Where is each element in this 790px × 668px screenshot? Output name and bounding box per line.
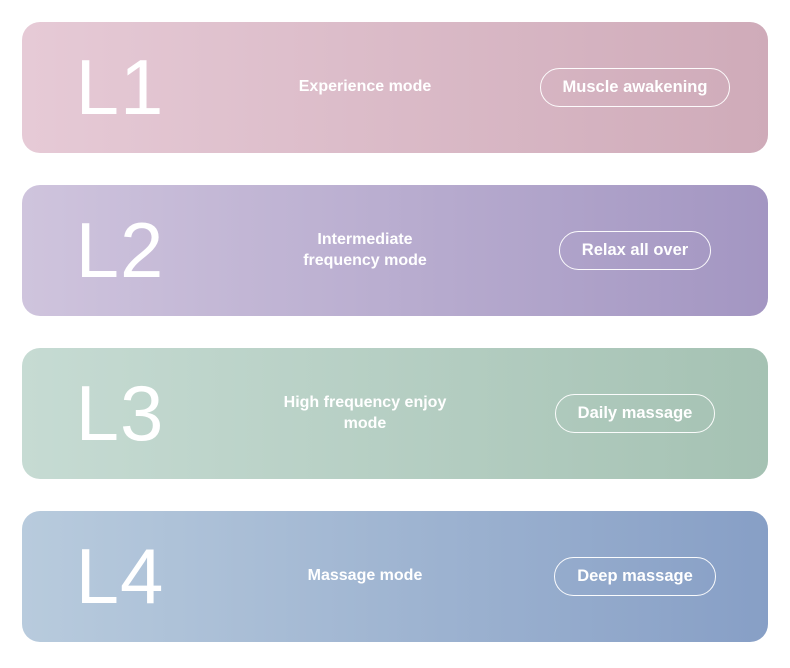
- level-card-l2[interactable]: L2 Intermediate frequency mode Relax all…: [22, 185, 768, 316]
- level-pill-button-l3[interactable]: Daily massage: [554, 393, 716, 434]
- level-pill-wrap-l2: Relax all over: [518, 230, 768, 271]
- level-pill-wrap-l3: Daily massage: [518, 393, 768, 434]
- level-mode-label-l2: Intermediate frequency mode: [303, 231, 427, 269]
- level-mode-label-l4: Massage mode: [307, 567, 423, 585]
- level-badge-l1: L1: [75, 42, 165, 131]
- level-pill-button-l4[interactable]: Deep massage: [554, 556, 716, 597]
- level-card-l4[interactable]: L4 Massage mode Deep massage: [22, 511, 768, 642]
- level-pill-wrap-l1: Muscle awakening: [518, 67, 768, 108]
- level-badge-l4: L4: [75, 531, 165, 620]
- level-pill-wrap-l4: Deep massage: [518, 556, 768, 597]
- level-card-l3[interactable]: L3 High frequency enjoy mode Daily massa…: [22, 348, 768, 479]
- level-badge-l2: L2: [75, 205, 165, 294]
- level-pill-button-l1[interactable]: Muscle awakening: [539, 67, 731, 108]
- level-pill-button-l2[interactable]: Relax all over: [558, 230, 712, 271]
- level-mode-label-l1: Experience mode: [298, 78, 432, 96]
- level-mode-label-l3: High frequency enjoy mode: [283, 394, 447, 432]
- level-card-l1[interactable]: L1 Experience mode Muscle awakening: [22, 22, 768, 153]
- level-badge-l3: L3: [75, 368, 165, 457]
